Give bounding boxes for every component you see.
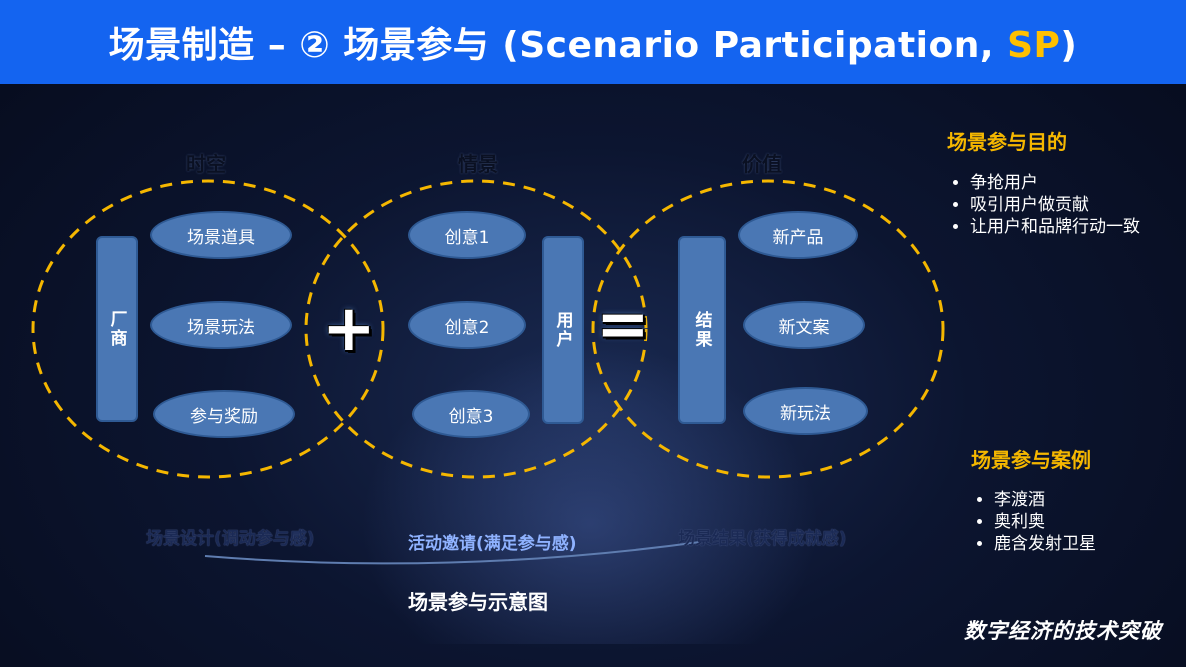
purpose-item: 吸引用户做贡献: [970, 194, 1140, 216]
caption-scene-design: 场景设计(调动参与感): [146, 529, 315, 549]
brand-logo-text: 数字经济的技术突破: [964, 619, 1162, 643]
caption-activity-invite: 活动邀请(满足参与感): [408, 534, 577, 554]
node-idea-3: 创意3: [412, 390, 530, 438]
diagram-svg: [31, 179, 945, 565]
node-idea-1: 创意1: [408, 211, 526, 259]
cases-title: 场景参与案例: [971, 448, 1091, 472]
case-item: 鹿含发射卫星: [994, 533, 1096, 555]
node-new-play: 新玩法: [743, 387, 868, 435]
bar-user: 用户: [542, 236, 584, 424]
slide-title-main: 场景制造 – ② 场景参与 (Scenario Participation,: [108, 25, 1008, 66]
bar-vendor: 厂商: [96, 236, 138, 422]
case-item: 奥利奥: [994, 511, 1096, 533]
circle-1-title: 时空: [186, 152, 226, 176]
slide-title-highlight: SP: [1007, 25, 1061, 66]
slide-title: 场景制造 – ② 场景参与 (Scenario Participation, S…: [109, 16, 1078, 68]
node-scene-props: 场景道具: [150, 211, 292, 259]
caption-scene-result: 场景结果(获得成就感): [678, 529, 847, 549]
dashed-circle-1: [31, 179, 385, 479]
node-new-copy: 新文案: [743, 301, 865, 349]
purpose-list: 争抢用户 吸引用户做贡献 让用户和品牌行动一致: [950, 172, 1140, 238]
dashed-circle-2: [304, 179, 648, 479]
slide-header: 场景制造 – ② 场景参与 (Scenario Participation, S…: [0, 0, 1186, 84]
circle-3-title: 价值: [742, 152, 782, 176]
purpose-item: 争抢用户: [970, 172, 1140, 194]
node-new-product: 新产品: [738, 211, 858, 259]
figure-title: 场景参与示意图: [408, 590, 548, 614]
slide-title-end: ): [1060, 25, 1078, 66]
cases-list: 李渡酒 奥利奥 鹿含发射卫星: [974, 489, 1096, 555]
node-idea-2: 创意2: [408, 301, 526, 349]
bar-result: 结果: [678, 236, 726, 424]
case-item: 李渡酒: [994, 489, 1096, 511]
equals-operator: =: [596, 288, 650, 362]
purpose-title: 场景参与目的: [947, 130, 1067, 154]
node-participation-reward: 参与奖励: [153, 390, 295, 438]
caption-arc: [204, 541, 701, 565]
purpose-item: 让用户和品牌行动一致: [970, 216, 1140, 238]
circle-2-title: 情景: [458, 152, 498, 176]
diagram-stage: 时空 情景 价值 厂商 场景道具 场景玩法 参与奖励 + 创意1 创意2 创意3…: [0, 84, 1186, 667]
node-scene-play: 场景玩法: [150, 301, 292, 349]
dashed-circle-3: [591, 179, 945, 479]
plus-operator: +: [322, 292, 376, 366]
